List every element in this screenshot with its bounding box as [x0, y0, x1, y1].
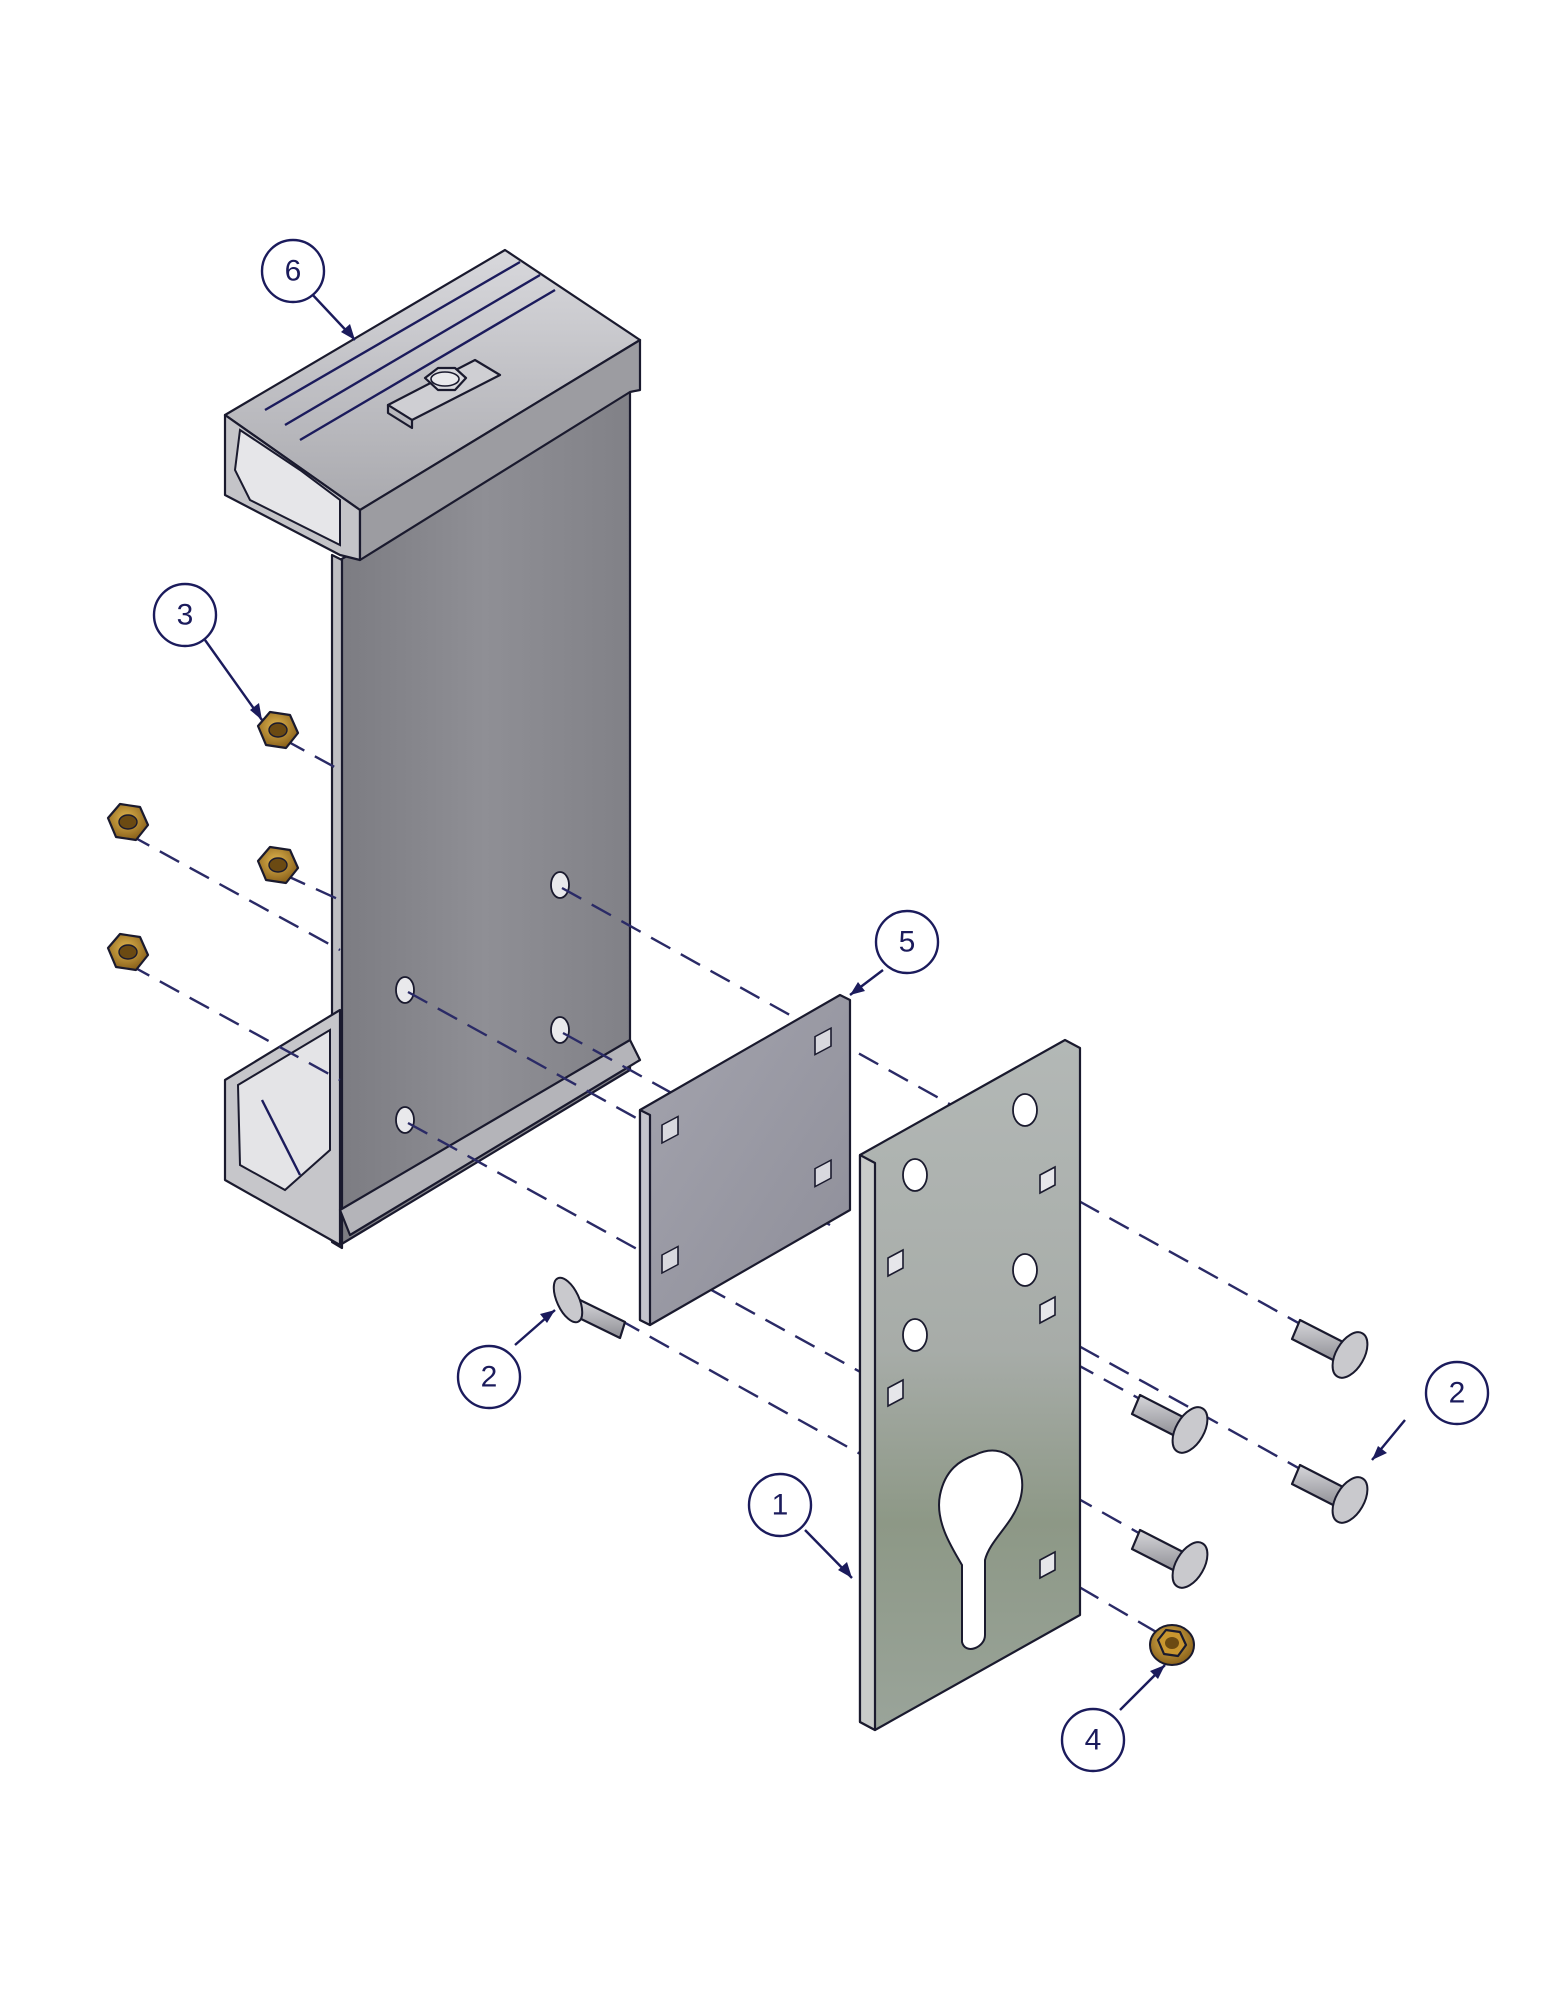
callout-label: 4 [1085, 1724, 1102, 1757]
spacer-square-hole [814, 1026, 832, 1056]
hex-nut [106, 932, 150, 972]
hex-nut [256, 845, 300, 885]
callout-label: 6 [285, 255, 302, 288]
rail-hole [395, 976, 415, 1004]
rail-hole [550, 1016, 570, 1044]
carriage-bolt [1130, 1393, 1209, 1454]
rail [223, 248, 642, 1250]
callout-label: 2 [1449, 1377, 1466, 1410]
callout-label: 3 [177, 599, 194, 632]
flange-nut [1149, 1624, 1195, 1666]
callout-2b: 2 [1424, 1360, 1490, 1426]
hex-nut [106, 802, 150, 842]
plate-square-hole [1039, 1550, 1056, 1580]
rail-top-bolt-icon [423, 366, 468, 392]
rail-top-right [358, 338, 642, 562]
plate-keyhole-slot [938, 1449, 1024, 1650]
rail-top-channel [233, 428, 341, 547]
carriage-bolt [1290, 1463, 1369, 1524]
spacer-square-hole [814, 1158, 832, 1188]
callout-2a: 2 [456, 1344, 522, 1410]
plate-round-hole [1012, 1093, 1038, 1127]
callout-5: 5 [874, 909, 940, 975]
plate-round-hole [902, 1158, 928, 1192]
spacer-plate [638, 993, 852, 1327]
spacer-square-hole [661, 1245, 679, 1275]
rail-hole [395, 1106, 415, 1134]
callout-3: 3 [152, 582, 218, 648]
plate-round-hole [1012, 1253, 1038, 1287]
hex-nut [256, 710, 300, 750]
plate-square-hole [1039, 1165, 1056, 1195]
callout-1: 1 [747, 1472, 813, 1538]
plate-square-hole [887, 1248, 904, 1278]
callout-4: 4 [1060, 1707, 1126, 1773]
callout-label: 2 [481, 1361, 498, 1394]
plate-square-hole [1039, 1295, 1056, 1325]
callout-label: 5 [899, 926, 916, 959]
spacer-square-hole [661, 1115, 679, 1145]
callout-leaders [204, 291, 1406, 1711]
carriage-bolt [552, 1276, 627, 1340]
callout-label: 1 [772, 1489, 789, 1522]
mounting-plate [858, 1038, 1082, 1732]
rail-hole [550, 871, 570, 899]
rail-bottom-channel [236, 1028, 331, 1192]
plate-round-hole [902, 1318, 928, 1352]
callout-6: 6 [260, 238, 326, 304]
plate-square-hole [887, 1378, 904, 1408]
carriage-bolt [1290, 1318, 1369, 1379]
rail-bottom-ledge [338, 1038, 642, 1237]
carriage-bolt [1130, 1528, 1209, 1589]
